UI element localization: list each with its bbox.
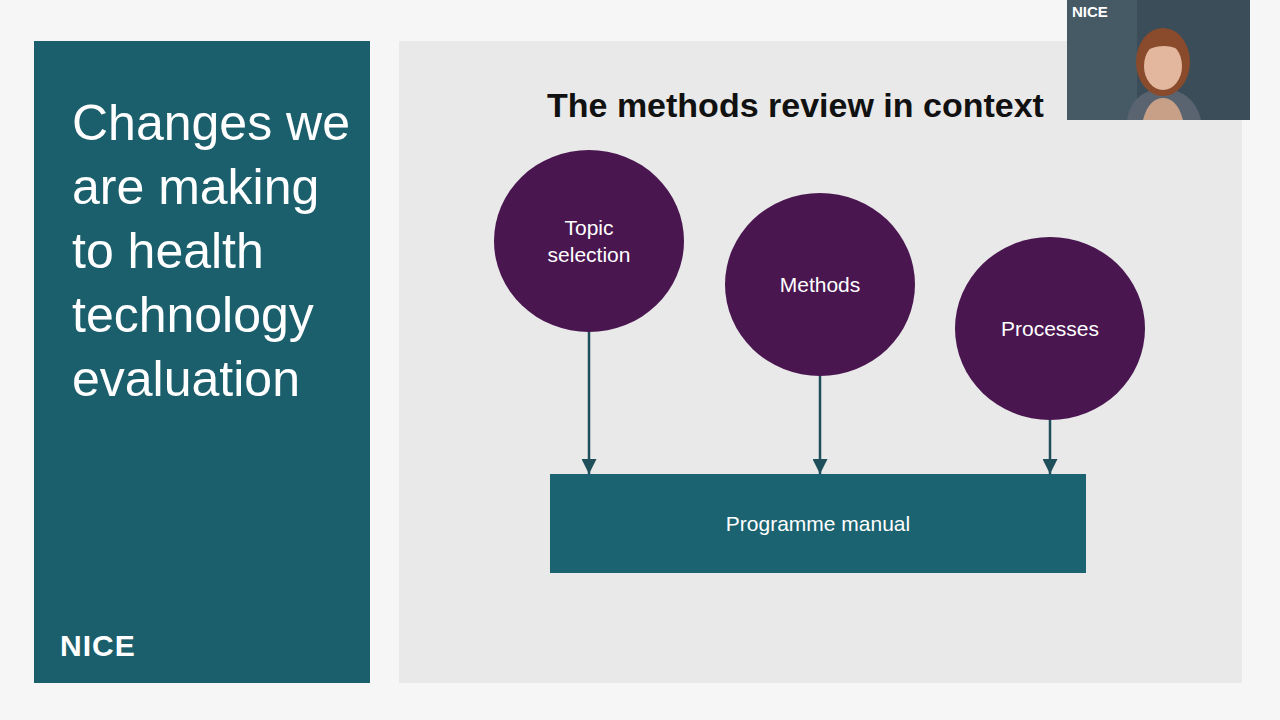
circle-fill: [725, 193, 915, 376]
circle-fill: [955, 237, 1145, 420]
circle-label: Topic selection: [529, 214, 649, 268]
arrow-connector: [588, 332, 591, 474]
topic-circle: Methods: [725, 193, 915, 376]
topic-circle: Processes: [955, 237, 1145, 420]
arrow-connector: [819, 376, 822, 474]
logo-label: NICE: [1072, 3, 1108, 20]
circle-fill: [494, 150, 684, 332]
arrow-connector: [1049, 420, 1052, 474]
logo-text: NICE: [60, 629, 136, 663]
box-label: Programme manual: [726, 510, 910, 537]
circle-shape: [494, 150, 684, 332]
heading-panel: Changes we are making to health technolo…: [34, 41, 370, 683]
slide-heading: Changes we are making to health technolo…: [72, 91, 362, 411]
circle-label: Methods: [750, 271, 890, 298]
circle-label: Processes: [980, 315, 1120, 342]
topic-circle: Topic selection: [494, 150, 684, 332]
process-box: Programme manual: [550, 474, 1086, 573]
diagram-title: The methods review in context: [547, 86, 1044, 125]
webcam-overlay: NICE: [1067, 0, 1250, 120]
